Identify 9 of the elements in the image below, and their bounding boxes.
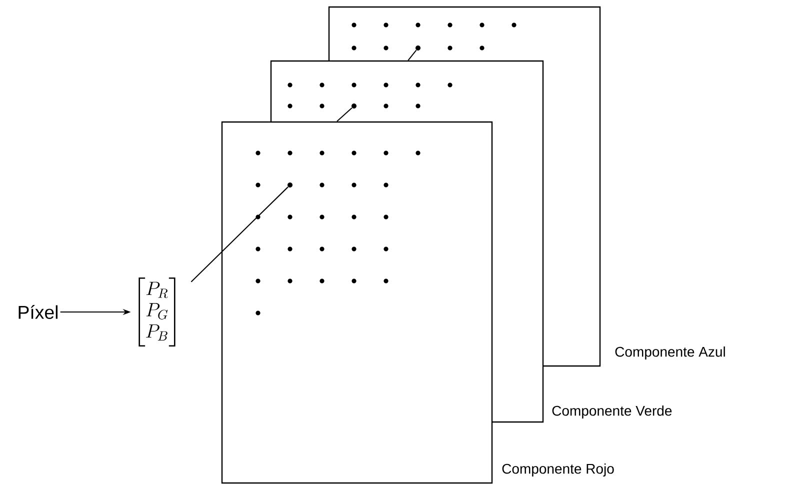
vector-formula: $\begin{bmatrix}P_R\\ P_G\\ P_B\end{bmatrix}$: [138, 277, 176, 347]
plane-label: Componente Verde: [552, 405, 672, 419]
leader-line: [190, 186, 288, 282]
plane-label: Componente Azul: [615, 346, 725, 360]
plane-rectangle: [221, 121, 493, 484]
leader-line: [336, 107, 352, 122]
pixel-label: Píxel: [18, 305, 58, 319]
plane-label: Componente Rojo: [502, 463, 614, 477]
leader-line: [408, 50, 417, 61]
